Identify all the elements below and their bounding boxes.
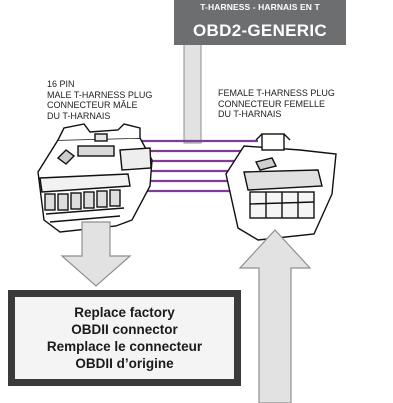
male-plug-label-line: 16 PIN: [47, 79, 75, 89]
harness-tag-subtitle: T-HARNESS - HARNAIS EN T: [200, 2, 320, 12]
female-plug-label-line: CONNECTEUR FEMELLE: [218, 98, 326, 109]
female-plug-label: FEMALE T-HARNESS PLUG CONNECTEUR FEMELLE…: [218, 88, 335, 120]
note-line: OBDII d’origine: [75, 356, 174, 371]
harness-tag: T-HARNESS - HARNAIS EN T OBD2-GENERIC: [174, 0, 346, 45]
female-plug-label-line: DU T-HARNAIS: [218, 109, 282, 119]
tag-arrow-shaft: [183, 42, 202, 144]
up-arrow: [238, 229, 312, 403]
female-plug-icon: [225, 133, 337, 241]
female-plug-label-line: FEMALE T-HARNESS PLUG: [218, 88, 335, 98]
note-line: Replace factory: [74, 305, 175, 320]
male-plug-label-line: CONNECTEUR MÂLE: [47, 100, 138, 110]
male-plug-label: 16 PIN MALE T-HARNESS PLUG CONNECTEUR MÂ…: [47, 79, 152, 121]
male-plug-label-line: MALE T-HARNESS PLUG: [47, 89, 153, 100]
replace-connector-note: Replace factory OBDII connector Remplace…: [8, 290, 241, 386]
note-line: Remplace le connecteur: [46, 339, 203, 354]
male-plug-icon: [37, 123, 153, 233]
note-line: OBDII connector: [71, 322, 178, 337]
male-plug-label-line: DU T-HARNAIS: [47, 110, 111, 121]
down-arrow: [60, 221, 132, 287]
harness-tag-title: OBD2-GENERIC: [193, 21, 327, 40]
